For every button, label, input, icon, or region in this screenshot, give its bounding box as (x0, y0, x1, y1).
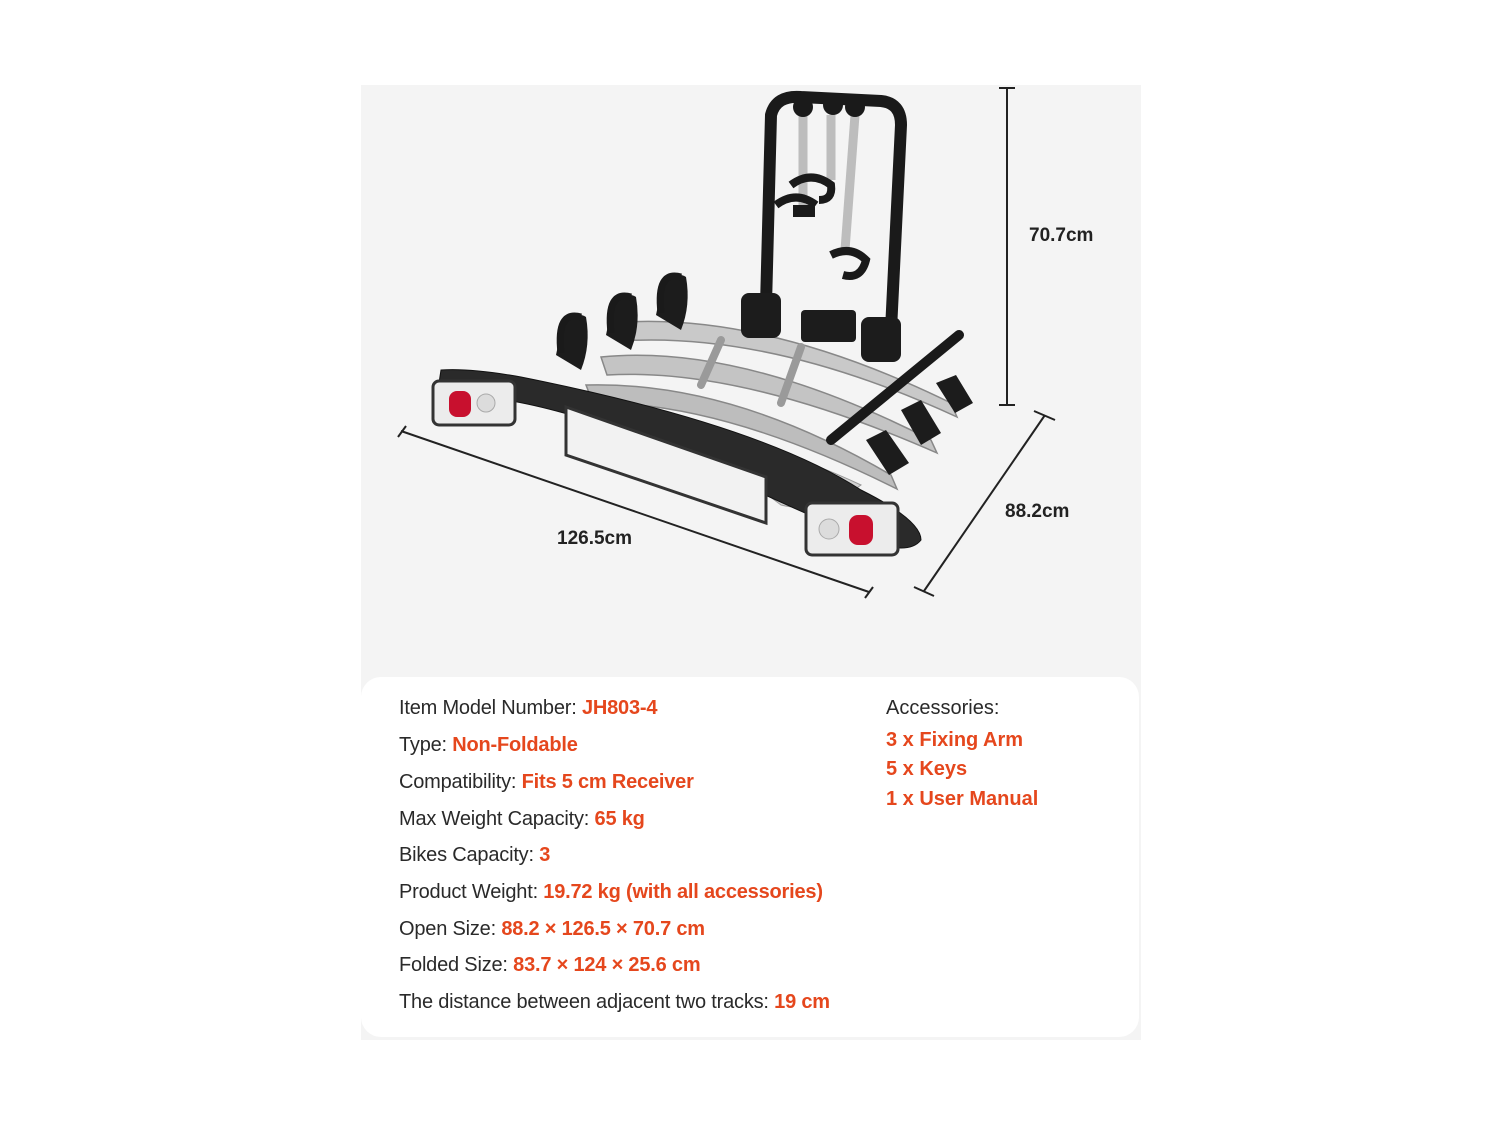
rack-base-bar (438, 369, 922, 549)
bike-rack-illustration (397, 87, 1056, 599)
fixing-arms (773, 95, 871, 280)
accessory-item: 3 x Fixing Arm (886, 729, 1024, 751)
depth-dimension-line (913, 410, 1056, 597)
wheel-straps (556, 272, 682, 354)
height-dimension-line (999, 87, 1015, 406)
spec-product-weight: Product Weight: 19.72 kg (with all acces… (399, 881, 823, 903)
width-dimension-label: 126.5cm (557, 528, 633, 549)
accessory-item: 5 x Keys (886, 758, 968, 780)
upright-base (741, 293, 901, 362)
spec-type: Type: Non-Foldable (399, 734, 578, 756)
accessory-item: 1 x User Manual (886, 788, 1039, 810)
fold-lever (826, 330, 964, 445)
spec-compatibility: Compatibility: Fits 5 cm Receiver (399, 771, 694, 793)
accessories-title: Accessories: (886, 697, 1000, 719)
spec-model-number: Item Model Number: JH803-4 (399, 697, 658, 719)
spec-open-size: Open Size: 88.2 × 126.5 × 70.7 cm (399, 918, 705, 940)
depth-dimension-label: 88.2cm (1005, 501, 1070, 522)
specifications-panel: Item Model Number: JH803-4 Type: Non-Fol… (361, 677, 1139, 1037)
spec-bikes-capacity: Bikes Capacity: 3 (399, 844, 551, 866)
spec-folded-size: Folded Size: 83.7 × 124 × 25.6 cm (399, 954, 701, 976)
height-dimension-label: 70.7cm (1029, 225, 1094, 246)
right-tail-light (804, 501, 900, 557)
product-card: 70.7cm 126.5cm 88.2cm Item Model Number:… (361, 85, 1141, 1040)
spec-max-weight: Max Weight Capacity: 65 kg (399, 808, 645, 830)
spec-track-distance: The distance between adjacent two tracks… (399, 991, 830, 1013)
width-dimension-line (397, 425, 874, 599)
left-tail-light (431, 379, 517, 427)
rack-crossbars (697, 336, 805, 407)
license-plate-holder (564, 404, 768, 526)
